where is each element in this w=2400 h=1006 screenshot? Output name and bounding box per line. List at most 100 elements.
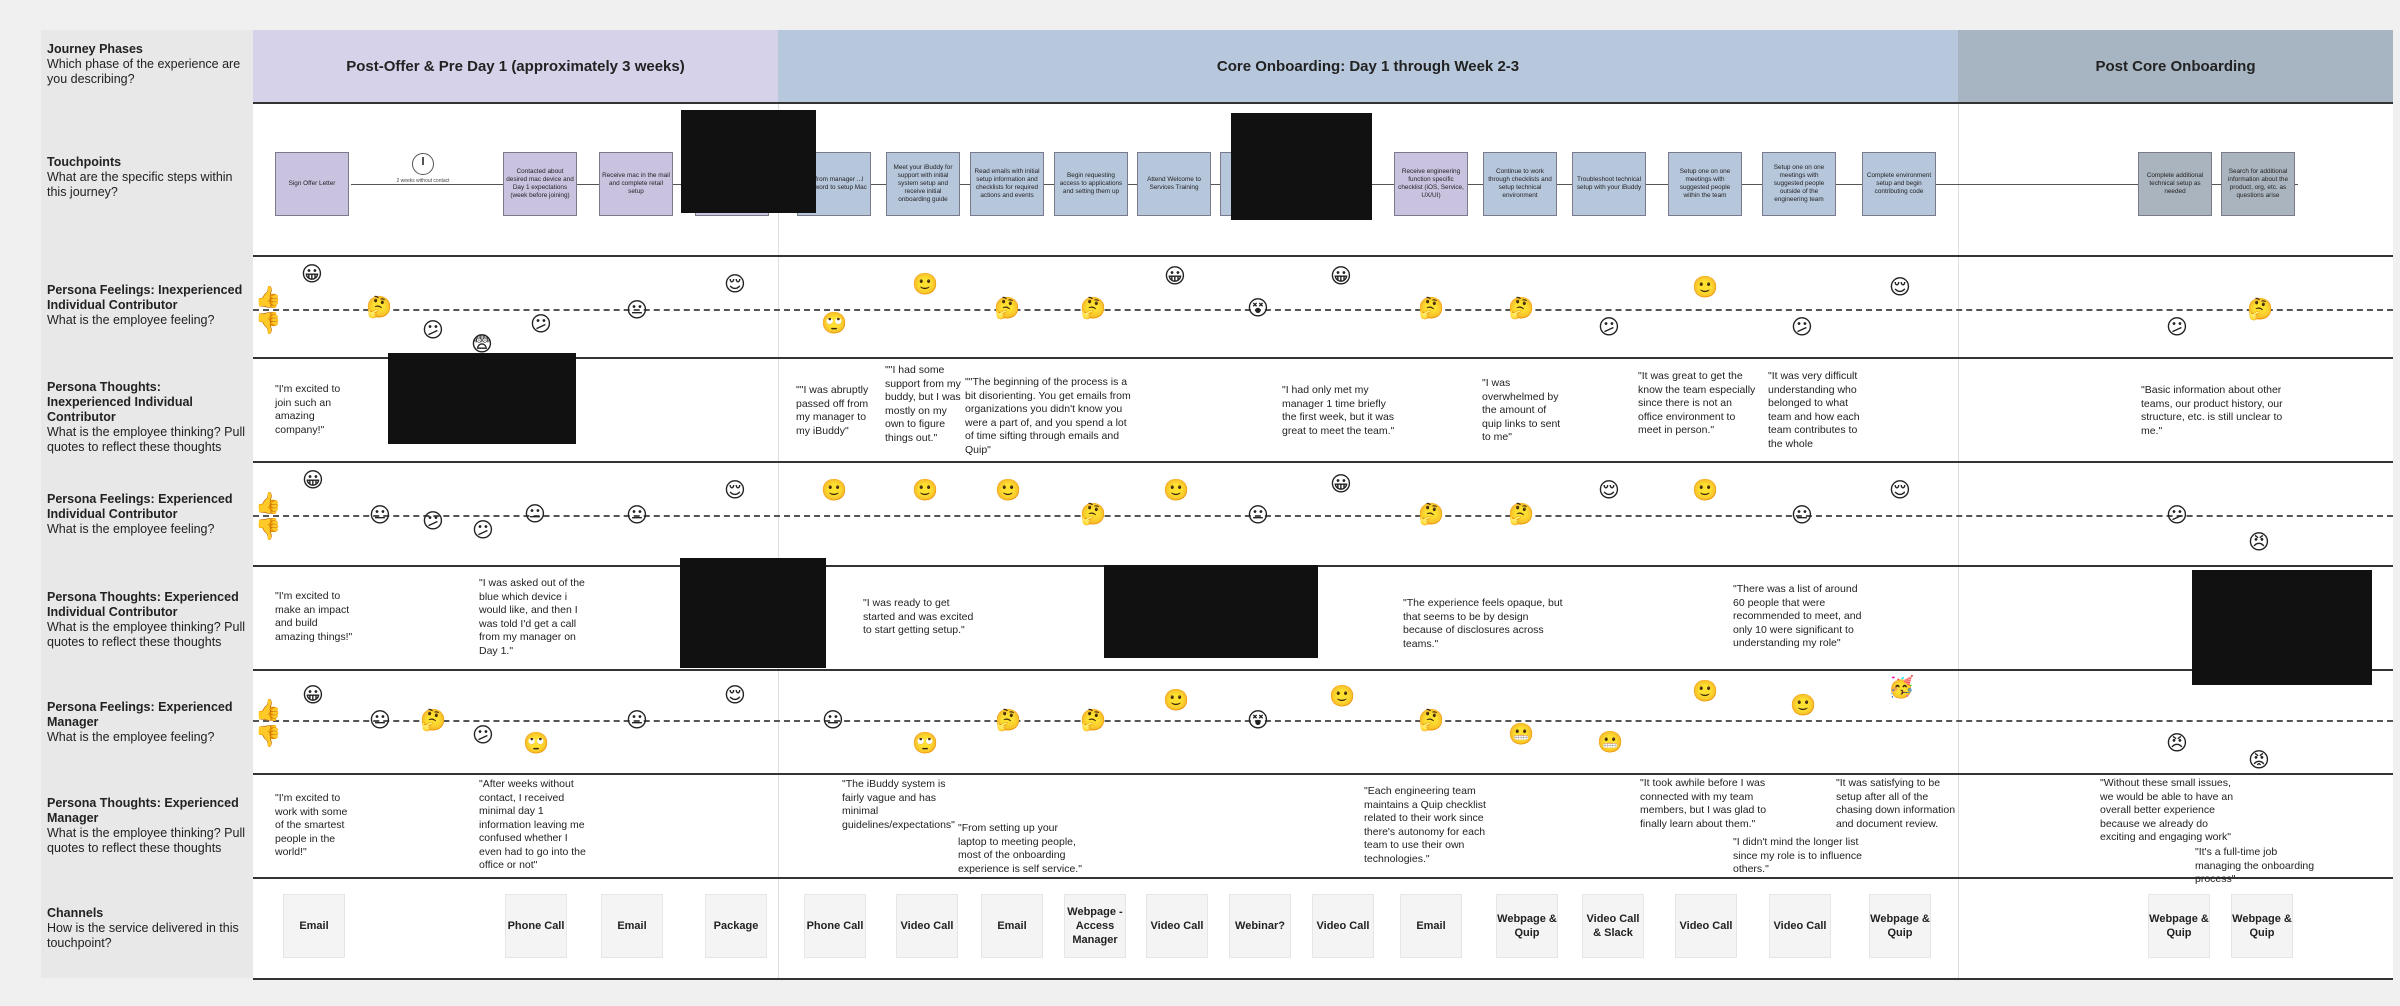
thinking-icon: 🤔 (1080, 296, 1107, 320)
thumbs-down-icon: 👎 (255, 311, 282, 335)
touchpoint-card: Setup one on one meetings with suggested… (1668, 152, 1742, 216)
thinking-icon: 🤔 (995, 708, 1022, 732)
touchpoint-card: Attend Welcome to Services Training (1137, 152, 1211, 216)
worried-icon: 😕 (2166, 503, 2188, 527)
quote: "It was very difficult understanding who… (1768, 370, 1860, 450)
touchpoint-card: Contacted about desired mac device and D… (503, 152, 577, 216)
thinking-icon: 🤔 (1418, 502, 1445, 526)
smile-icon: 🙂 (821, 478, 848, 502)
angry-icon: 😠 (2248, 530, 2270, 554)
redaction-box (1104, 565, 1318, 658)
channel-card: Video Call (896, 894, 958, 958)
channel-card: Package (705, 894, 767, 958)
row-label-feelings-inexp-ic: Persona Feelings: Inexperienced Individu… (47, 283, 243, 327)
channel-card: Webpage & Quip (2148, 894, 2210, 958)
worried-icon: 😕 (530, 312, 552, 336)
thumbs-up-icon: 👍 (255, 491, 282, 515)
channel-card: Email (601, 894, 663, 958)
thinking-icon: 🤔 (994, 296, 1021, 320)
quote: "I'm excited to make an impact and build… (275, 590, 353, 643)
touchpoint-card: Meet your iBuddy for support with initia… (886, 152, 960, 216)
rolleyes-icon: 🙄 (821, 311, 848, 335)
thinking-icon: 🤔 (1418, 708, 1445, 732)
channel-card: Webpage & Quip (1496, 894, 1558, 958)
thinking-icon: 🤔 (1508, 296, 1535, 320)
meh-icon: 😐 (626, 708, 648, 732)
row-divider (253, 255, 2393, 257)
channel-card: Email (981, 894, 1043, 958)
channel-card: Video Call (1146, 894, 1208, 958)
grin-icon: 😀 (302, 468, 324, 492)
meh-icon: 😐 (369, 708, 391, 732)
worried-icon: 😕 (422, 318, 444, 342)
quote: "From setting up your laptop to meeting … (958, 822, 1082, 875)
channel-card: Webinar? (1229, 894, 1291, 958)
shock-icon: 😨 (471, 332, 493, 356)
dizzy-icon: 😵 (1247, 296, 1269, 320)
smile-icon: 🙂 (912, 478, 939, 502)
channel-card: Video Call (1675, 894, 1737, 958)
smile-icon: 🙂 (1692, 275, 1719, 299)
phase-pre-day1: Post-Offer & Pre Day 1 (approximately 3 … (253, 30, 778, 102)
clock-icon (412, 153, 434, 175)
touchpoint-card: Begin requesting access to applications … (1054, 152, 1128, 216)
redaction-box (681, 110, 816, 213)
smile-icon: 🙂 (1790, 693, 1817, 717)
clock-label: 2 weeks without contact (396, 178, 450, 184)
grin-icon: 😀 (1164, 264, 1186, 288)
meh-icon: 😐 (369, 503, 391, 527)
channel-card: Webpage - Access Manager (1064, 894, 1126, 958)
thinking-icon: 🤔 (1080, 502, 1107, 526)
smile-icon: 🙂 (1329, 684, 1356, 708)
feeling-baseline (253, 515, 2393, 517)
channel-card: Webpage & Quip (1869, 894, 1931, 958)
quote: "The iBuddy system is fairly vague and h… (842, 778, 955, 831)
phase-core-onboarding: Core Onboarding: Day 1 through Week 2-3 (778, 30, 1958, 102)
meh-icon: 😐 (626, 298, 648, 322)
worried-icon: 😕 (472, 518, 494, 542)
quote: "I'm excited to join such an amazing com… (275, 383, 341, 436)
row-label-thoughts-inexp-ic: Persona Thoughts: Inexperienced Individu… (47, 380, 246, 454)
redaction-box (1231, 113, 1372, 220)
thinking-icon: 🤔 (1508, 502, 1535, 526)
meh-icon: 😐 (822, 708, 844, 732)
touchpoint-card: Receive mac in the mail and complete ret… (599, 152, 673, 216)
quote: "It was satisfying to be setup after all… (1836, 777, 1956, 830)
thumbs-up-icon: 👍 (255, 285, 282, 309)
thinking-icon: 🤔 (420, 708, 447, 732)
meh-icon: 😐 (524, 502, 546, 526)
phase-divider (1958, 102, 1959, 978)
redaction-box (2192, 570, 2372, 685)
angry-icon: 😠 (2166, 731, 2188, 755)
quote: "Basic information about other teams, ou… (2141, 384, 2283, 437)
channel-card: Webpage & Quip (2231, 894, 2293, 958)
grin-icon: 😀 (1330, 472, 1352, 496)
worried-icon: 😕 (1598, 315, 1620, 339)
quote: "I had only met my manager 1 time briefl… (1282, 384, 1395, 437)
thumbs-down-icon: 👎 (255, 724, 282, 748)
quote: ""The beginning of the process is a bit … (965, 376, 1131, 456)
row-divider (253, 773, 2393, 775)
phase-post-core: Post Core Onboarding (1958, 30, 2393, 102)
quote: ""I had some support from my buddy, but … (885, 364, 961, 444)
content-icon: 😌 (724, 478, 746, 502)
quote: "The experience feels opaque, but that s… (1403, 597, 1563, 650)
channel-card: Video Call & Slack (1582, 894, 1644, 958)
thinking-icon: 🤔 (1080, 708, 1107, 732)
rage-icon: 😡 (2248, 748, 2270, 772)
grin-icon: 😀 (302, 683, 324, 707)
dizzy-icon: 😵 (1247, 708, 1269, 732)
channel-card: Email (283, 894, 345, 958)
row-divider (253, 978, 2393, 980)
thinking-icon: 🤔 (1418, 296, 1445, 320)
smile-icon: 🙂 (995, 478, 1022, 502)
quote: "Without these small issues, we would be… (2100, 777, 2234, 843)
redaction-box (388, 353, 576, 444)
grin-icon: 😀 (1330, 264, 1352, 288)
touchpoint-card: Receive engineering function specific ch… (1394, 152, 1468, 216)
content-icon: 😌 (1889, 478, 1911, 502)
worried-icon: 😕 (2166, 315, 2188, 339)
row-label-column (41, 30, 253, 978)
